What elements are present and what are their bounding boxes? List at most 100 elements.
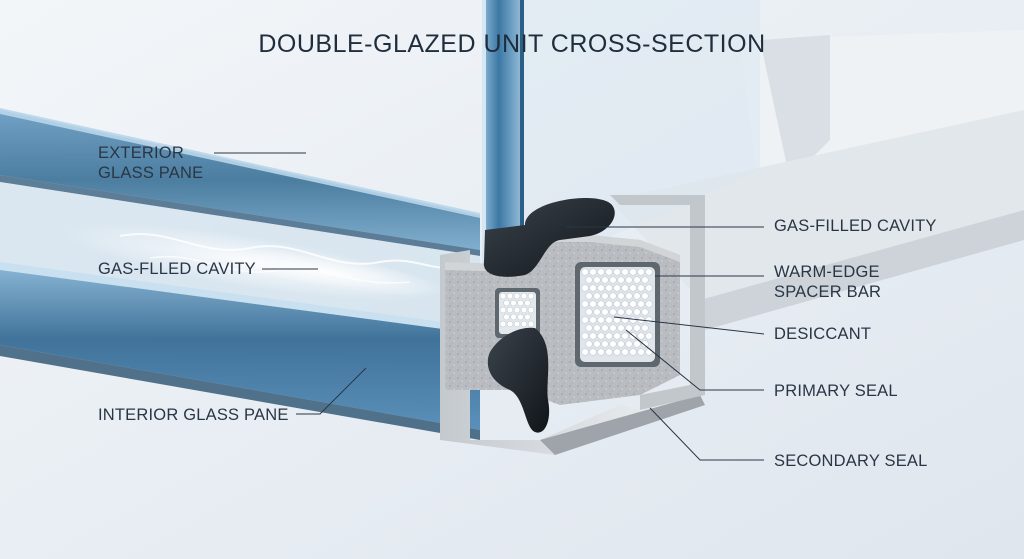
desiccant-bead [629,268,637,276]
desiccant-bead [613,284,621,292]
window-frame [610,30,1024,330]
desiccant-bead [597,300,605,308]
label-spacer-line-1: WARM-EDGE [774,263,880,281]
desiccant-bead [524,313,531,321]
desiccant-bead [506,292,514,300]
desiccant-bead [613,300,621,308]
desiccant-bead [637,284,645,292]
desiccant-bead [589,348,597,356]
desiccant-bead [581,300,589,308]
desiccant-bead [510,299,517,307]
primary-seal [483,197,615,433]
desiccant-bead [589,332,597,340]
exterior-glass-pane [0,108,480,256]
desiccant-bead [613,316,621,324]
desiccant-bead [593,340,601,348]
desiccant-bead [513,320,521,328]
desiccant-bead [625,308,633,316]
label-secondary-seal: SECONDARY SEAL [774,452,928,470]
desiccant-bead [517,299,524,307]
desiccant-bead [527,306,535,314]
label-primary-seal: PRIMARY SEAL [774,382,898,400]
desiccant-bead [597,348,605,356]
gas-cavity [0,182,480,330]
desiccant-bead [513,306,521,314]
desiccant-bead [601,340,609,348]
desiccant-bead [593,276,601,284]
desiccant-bead [641,292,649,300]
desiccant-bead [621,332,629,340]
desiccant-bead [506,306,514,314]
desiccant-bead [625,340,633,348]
desiccant-bead [601,292,609,300]
desiccant-bead [589,284,597,292]
desiccant-bead [597,268,605,276]
desiccant-bead [605,300,613,308]
desiccant-bead [617,340,625,348]
desiccant-bead [617,324,625,332]
desiccant-bead [621,348,629,356]
desiccant-bead [625,276,633,284]
desiccant-bead [645,300,653,308]
interior-glass-pane [0,262,480,440]
label-interior-glass-pane: INTERIOR GLASS PANE [98,406,289,424]
desiccant-bead [621,284,629,292]
desiccant-bead [585,308,593,316]
desiccant-bead [499,306,507,314]
desiccant-bead [510,313,517,321]
desiccant-bead [617,292,625,300]
desiccant-bead [581,268,589,276]
leader-interior-glass-pane [296,367,367,415]
desiccant-bead [633,276,641,284]
desiccant-bead [581,348,589,356]
desiccant-bead [503,313,510,321]
desiccant-bead [637,300,645,308]
leader-desiccant [613,316,765,335]
desiccant-bead [585,324,593,332]
desiccant-bead [637,268,645,276]
label-gas-filled-cavity-left: GAS-FLLED CAVITY [98,260,256,278]
desiccant-bead [629,284,637,292]
desiccant-bead [585,276,593,284]
desiccant-bead [609,276,617,284]
desiccant-bead [605,332,613,340]
label-exterior-glass-pane: EXTERIOR GLASS PANE [98,143,203,183]
desiccant-bead [527,320,535,328]
label-spacer-line-2: SPACER BAR [774,283,882,301]
desiccant-bead [585,340,593,348]
desiccant-bead [597,284,605,292]
desiccant-bead [517,313,524,321]
desiccant-bead [637,332,645,340]
label-exterior-line-2: GLASS PANE [98,164,204,182]
desiccant-bead [641,308,649,316]
desiccant-bead [645,268,653,276]
desiccant-bead [641,276,649,284]
desiccant-bead [605,268,613,276]
desiccant-bead [520,292,528,300]
desiccant-bead [633,340,641,348]
desiccant-bead [609,292,617,300]
desiccant-bead [609,340,617,348]
desiccant-bead [601,276,609,284]
desiccant [495,262,660,367]
desiccant-bead [527,292,535,300]
desiccant-bead [617,308,625,316]
desiccant-bead [629,348,637,356]
desiccant-bead [597,316,605,324]
desiccant-bead [593,324,601,332]
leader-secondary-seal [649,407,764,461]
desiccant-bead [601,324,609,332]
desiccant-bead [585,292,593,300]
desiccant-bead [503,299,510,307]
desiccant-bead [629,316,637,324]
desiccant-bead [499,320,507,328]
desiccant-bead [645,348,653,356]
desiccant-bead [633,308,641,316]
desiccant-bead [629,300,637,308]
desiccant-bead [633,292,641,300]
leader-primary-seal [625,329,764,391]
leader-lines [214,152,765,461]
desiccant-bead [641,340,649,348]
desiccant-bead [581,332,589,340]
